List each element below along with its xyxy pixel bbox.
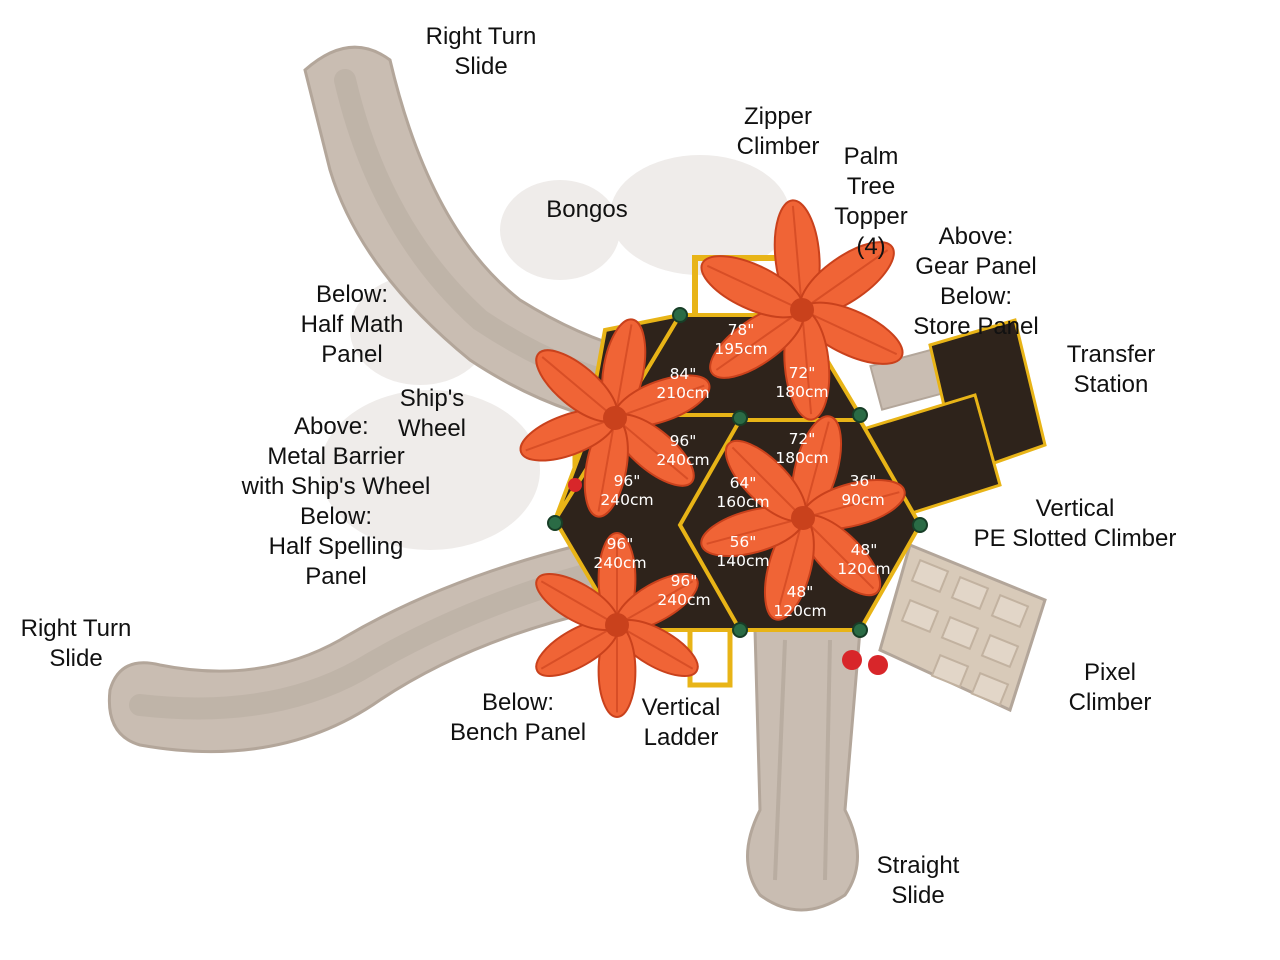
palm-leaf-vein: [706, 517, 804, 545]
dim-56in: 56"140cm: [716, 533, 770, 570]
palm-leaf-vein: [540, 624, 618, 670]
dim-84in: 84"210cm: [656, 365, 710, 402]
dim-48in-right: 48"120cm: [837, 541, 891, 578]
posts: [547, 307, 928, 638]
dim-72in-mid: 72"180cm: [775, 430, 829, 467]
palm-leaf-vein: [616, 580, 694, 626]
dim-96in-a: 96"240cm: [656, 432, 710, 469]
palm-leaf-vein: [801, 309, 813, 415]
palm-leaf-vein: [801, 309, 898, 356]
dim-64in: 64"160cm: [716, 474, 770, 511]
ground-shadows: [320, 155, 790, 550]
palm-leaf-vein: [540, 580, 618, 626]
palm-leaf-vein: [706, 264, 803, 311]
palm-leaf-vein: [614, 324, 633, 419]
palm-leaf-vein: [597, 417, 616, 512]
palm-topper-3: [535, 532, 699, 718]
palm-leaf-vein: [776, 517, 804, 615]
palm-leaf-vein: [731, 446, 804, 519]
pixel-climber-shape: [878, 542, 1047, 713]
palm-leaf-vein: [802, 421, 830, 519]
palm-leaf-vein: [715, 309, 803, 371]
palm-hub: [791, 506, 815, 530]
palm-hub: [603, 406, 627, 430]
dim-72in-top: 72"180cm: [775, 364, 829, 401]
palm-leaf-vein: [541, 356, 616, 419]
palm-topper-4: [700, 415, 906, 621]
dim-96in-d: 96"240cm: [657, 572, 711, 609]
palm-hub: [790, 298, 814, 322]
dim-36in: 36"90cm: [841, 472, 885, 509]
palm-topper-1: [700, 199, 904, 421]
red-accents: [568, 478, 888, 675]
palm-leaf-vein: [614, 417, 689, 480]
label-bongos: Bongos: [546, 196, 628, 223]
palm-tree-toppers: [519, 199, 906, 718]
dim-48in-bottom: 48"120cm: [773, 583, 827, 620]
palm-leaf-vein: [614, 384, 705, 419]
straight-slide-shape: [746, 628, 862, 912]
label-bench-panel: Below:Bench Panel: [449, 689, 587, 746]
palm-topper-2: [519, 318, 711, 518]
palm-leaf-vein: [802, 491, 900, 519]
palm-leaf-vein: [525, 417, 616, 452]
palm-leaf-vein: [801, 249, 889, 311]
palm-leaf-vein: [791, 205, 803, 311]
dim-78in: 78"195cm: [714, 321, 768, 358]
palm-leaf-vein: [802, 517, 875, 590]
dim-96in-c: 96"240cm: [593, 535, 647, 572]
palm-hub: [605, 613, 629, 637]
dim-96in-b: 96"240cm: [600, 472, 654, 509]
palm-leaf-vein: [616, 624, 694, 670]
